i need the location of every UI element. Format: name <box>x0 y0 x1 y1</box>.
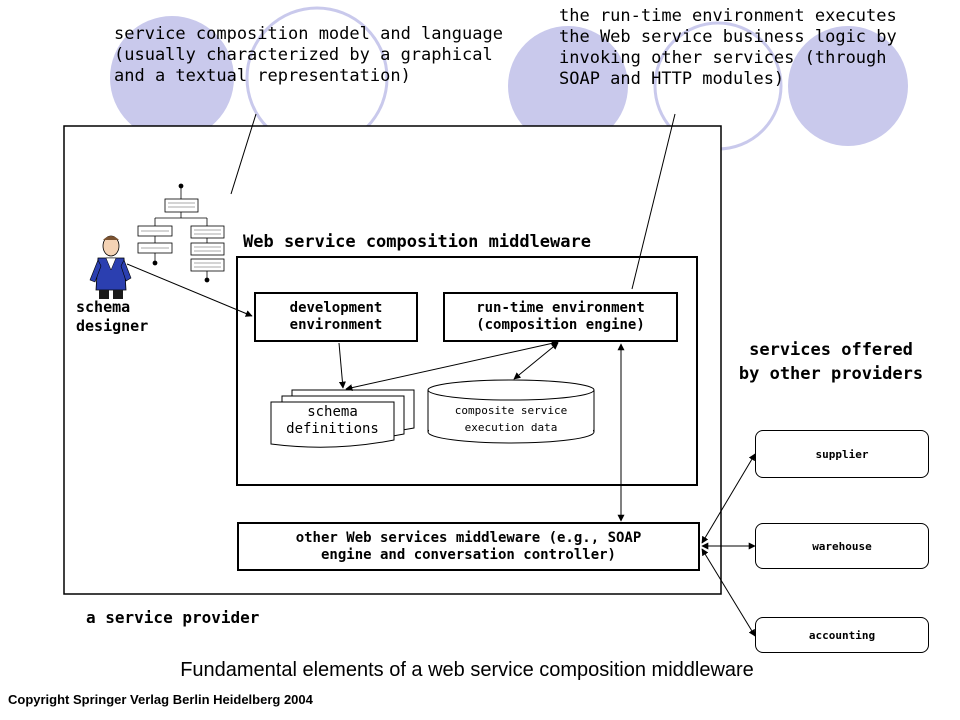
callout-model-language: service composition model and language (… <box>114 24 503 86</box>
arrow-soap-supplier <box>701 453 756 544</box>
decor-circle <box>110 16 234 140</box>
arrow-designer-to-dev <box>126 263 253 317</box>
copyright-notice: Copyright Springer Verlag Berlin Heidelb… <box>8 692 313 707</box>
decor-circle <box>788 26 908 146</box>
callout-runtime-note: the run-time environment executes the We… <box>559 6 897 89</box>
service-provider-label: a service provider <box>86 608 260 627</box>
external-services-heading: services offered by other providers <box>738 340 924 384</box>
schema-definitions-label: schema definitions <box>286 404 379 437</box>
development-environment-label: development environment <box>289 300 383 333</box>
arrow-data-runtime <box>513 342 559 380</box>
mini-schema-diagram <box>137 183 225 283</box>
decorative-circles <box>110 6 908 151</box>
supplier-service-label: supplier <box>815 447 869 461</box>
callout-line-model <box>230 113 257 195</box>
warehouse-service-box: warehouse <box>755 523 929 569</box>
callout-line-runtime <box>631 113 676 290</box>
schema-definitions-shape <box>270 389 415 448</box>
middleware-title: Web service composition middleware <box>243 232 591 252</box>
arrow-dev-to-schema <box>338 342 346 389</box>
warehouse-service-label: warehouse <box>812 539 872 553</box>
soap-middleware-box: other Web services middleware (e.g., SOA… <box>237 522 700 571</box>
runtime-environment-label: run-time environment (composition engine… <box>476 300 645 333</box>
schema-designer-label: schema designer <box>76 298 149 335</box>
supplier-service-box: supplier <box>755 430 929 478</box>
runtime-environment-box: run-time environment (composition engine… <box>443 292 678 342</box>
decor-circle <box>508 26 628 146</box>
accounting-service-label: accounting <box>808 628 876 642</box>
accounting-service-box: accounting <box>755 617 929 653</box>
development-environment-box: development environment <box>254 292 418 342</box>
schema-designer-person-icon <box>89 235 132 299</box>
soap-middleware-label: other Web services middleware (e.g., SOA… <box>295 529 642 563</box>
connectors <box>126 113 756 637</box>
arrow-soap-accounting <box>701 548 756 637</box>
composite-data-label: composite service execution data <box>454 404 568 434</box>
figure-caption: Fundamental elements of a web service co… <box>180 659 754 681</box>
execution-data-cylinder <box>427 379 595 444</box>
